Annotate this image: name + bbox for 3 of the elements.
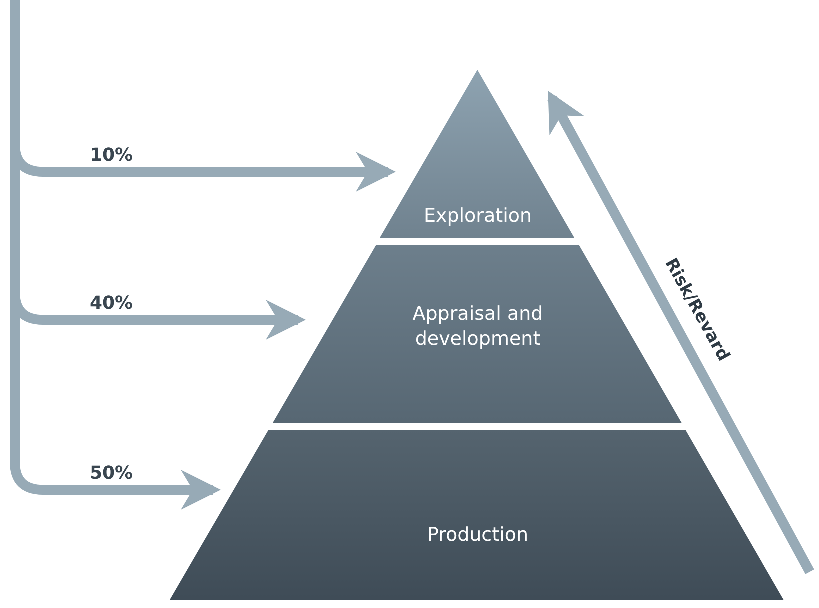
tier-label: Appraisal and development [412, 302, 544, 352]
tier-label: Production [426, 523, 530, 548]
tier-label: Exploration [422, 204, 534, 229]
